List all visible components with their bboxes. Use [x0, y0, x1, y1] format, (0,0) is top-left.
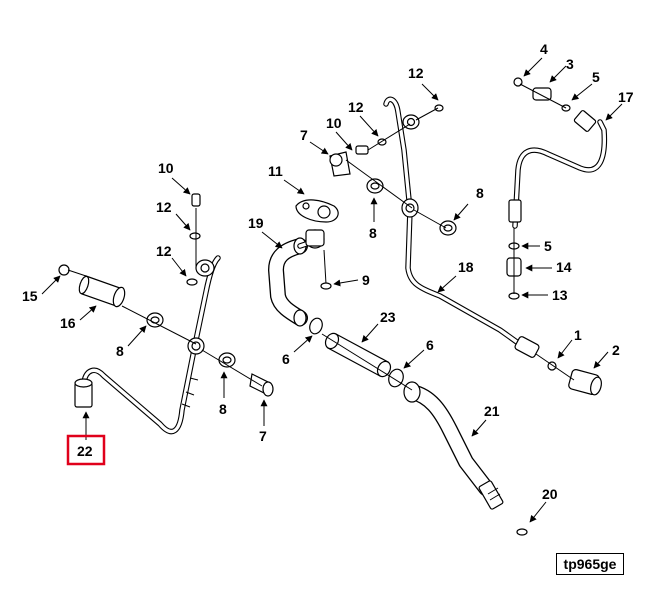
callout-22: 22	[77, 443, 93, 459]
callout-10-upper: 10	[326, 115, 342, 131]
callout-arrows	[41, 57, 623, 523]
callout-12-left-b: 12	[156, 243, 172, 259]
callout-22-highlight	[66, 434, 106, 466]
callout-3: 3	[566, 56, 574, 72]
reference-code-box: tp965ge	[556, 553, 624, 575]
callout-7-upper: 7	[300, 127, 308, 143]
callout-16: 16	[60, 315, 76, 331]
tube-22	[74, 255, 221, 435]
callout-8-middle: 8	[219, 401, 227, 417]
callout-9: 9	[362, 272, 370, 288]
callout-6-right: 6	[426, 337, 434, 353]
callout-5-top: 5	[592, 69, 600, 85]
callout-8-upper-left: 8	[369, 225, 377, 241]
callout-18: 18	[458, 259, 474, 275]
callout-23: 23	[380, 309, 396, 325]
reference-code: tp965ge	[563, 556, 617, 572]
callout-1: 1	[574, 327, 582, 343]
callout-19: 19	[248, 215, 264, 231]
callout-21: 21	[484, 403, 500, 419]
tube-17	[508, 110, 608, 229]
callout-6-left: 6	[282, 351, 290, 367]
hose-21	[403, 381, 504, 510]
callout-5-mid: 5	[544, 238, 552, 254]
callout-14: 14	[556, 259, 572, 275]
tube-18	[383, 96, 540, 358]
callout-20: 20	[542, 486, 558, 502]
callout-12-top: 12	[408, 65, 424, 81]
callout-15: 15	[22, 288, 38, 304]
callout-8-left: 8	[116, 343, 124, 359]
callout-2: 2	[612, 342, 620, 358]
callout-17: 17	[618, 89, 634, 105]
callout-12-left-a: 12	[156, 199, 172, 215]
guide-lines	[67, 83, 575, 391]
callout-8-upper-right: 8	[476, 185, 484, 201]
callout-labels: 4 3 5 17 12 12 10 7 11 8 8 19 5 14 13 18…	[22, 41, 634, 502]
callout-12-upper: 12	[348, 99, 364, 115]
fittings	[58, 77, 602, 536]
callout-11: 11	[268, 163, 283, 179]
hose-19	[268, 237, 321, 327]
callout-4: 4	[540, 41, 548, 57]
callout-10-left: 10	[158, 160, 174, 176]
callout-7-lower: 7	[259, 428, 267, 444]
callout-13: 13	[552, 287, 568, 303]
bracket-11	[295, 199, 339, 249]
